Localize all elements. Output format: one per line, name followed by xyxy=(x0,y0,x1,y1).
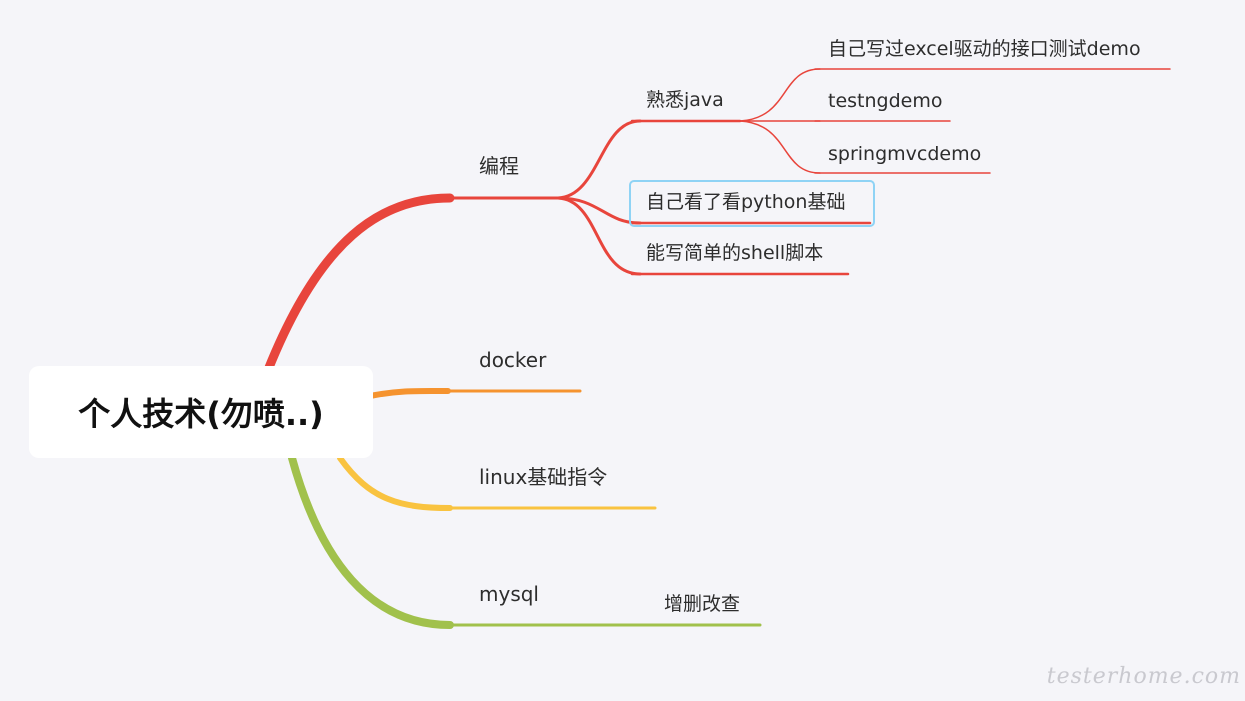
link-java xyxy=(556,119,642,200)
root-branch-links xyxy=(263,193,455,629)
leaf-testngdemo[interactable]: testngdemo xyxy=(828,90,943,112)
link-linux xyxy=(337,455,453,511)
root-node[interactable]: 个人技术(勿喷..) xyxy=(29,366,373,458)
link-shell xyxy=(556,196,642,276)
leaf-crud[interactable]: 增删改查 xyxy=(664,593,741,615)
watermark: testerhome.com xyxy=(1046,664,1241,689)
selection-outline xyxy=(629,180,875,227)
link-docker xyxy=(367,387,451,399)
branch-linux[interactable]: linux基础指令 xyxy=(479,465,608,489)
node-shell[interactable]: 能写简单的shell脚本 xyxy=(646,242,824,264)
link-springmvc xyxy=(739,120,821,174)
branch-underlines xyxy=(444,196,762,627)
node-python[interactable]: 自己看了看python基础 xyxy=(646,191,846,213)
leaf-excel-demo[interactable]: 自己写过excel驱动的接口测试demo xyxy=(828,38,1141,60)
programming-sublinks xyxy=(556,119,872,276)
branch-docker[interactable]: docker xyxy=(479,348,547,372)
branch-programming[interactable]: 编程 xyxy=(479,154,519,178)
link-programming xyxy=(263,193,455,375)
branch-mysql[interactable]: mysql xyxy=(479,582,539,606)
link-excel-demo xyxy=(739,68,821,122)
node-java[interactable]: 熟悉java xyxy=(646,89,724,111)
root-label: 个人技术(勿喷..) xyxy=(78,395,324,433)
leaf-springmvcdemo[interactable]: springmvcdemo xyxy=(828,143,982,165)
java-sublinks xyxy=(739,68,1171,174)
link-mysql xyxy=(288,454,454,629)
